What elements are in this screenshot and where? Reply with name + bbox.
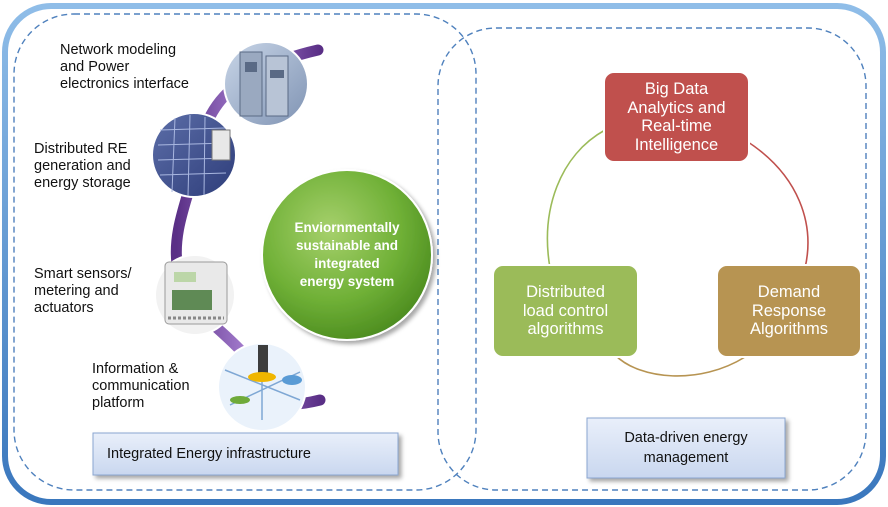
distributed-load-node-label: Distributed load control algorithms: [522, 283, 609, 339]
communication-platform-image: [217, 342, 307, 432]
sustainable-system-title: Enviornmentally sustainable and integrat…: [294, 220, 400, 289]
smart-meter-image: [154, 254, 236, 336]
distributed-load-node: [492, 264, 639, 358]
label-information-communication: Information & communication platform: [92, 361, 190, 411]
label-network-modeling: Network modeling and Power electronics i…: [60, 42, 189, 92]
big-data-node: [603, 71, 750, 163]
left-caption: Integrated Energy infrastructure: [107, 446, 311, 462]
right-caption: Data-driven energy management: [624, 430, 748, 466]
label-distributed-re: Distributed RE generation and energy sto…: [34, 141, 131, 191]
label-smart-sensors: Smart sensors/ metering and actuators: [34, 266, 132, 316]
big-data-node-label: Big Data Analytics and Real-time Intelli…: [627, 80, 726, 154]
cycle-arc-demand-to-distributed: [614, 354, 746, 377]
demand-response-node-label: Demand Response Algorithms: [750, 283, 828, 339]
power-electronics-image: [223, 41, 309, 127]
demand-response-node: [716, 264, 862, 358]
outer-frame: [2, 3, 886, 505]
left-caption-box: [92, 432, 399, 476]
left-dashed-panel: [13, 13, 477, 491]
sustainable-system-circle: [261, 169, 433, 341]
cycle-arc-big-data-to-demand: [744, 139, 809, 269]
right-caption-box: [586, 417, 786, 479]
right-dashed-panel: [437, 27, 867, 491]
cycle-arc-distributed-to-big-data: [546, 129, 606, 269]
solar-panel-image: [151, 112, 237, 198]
